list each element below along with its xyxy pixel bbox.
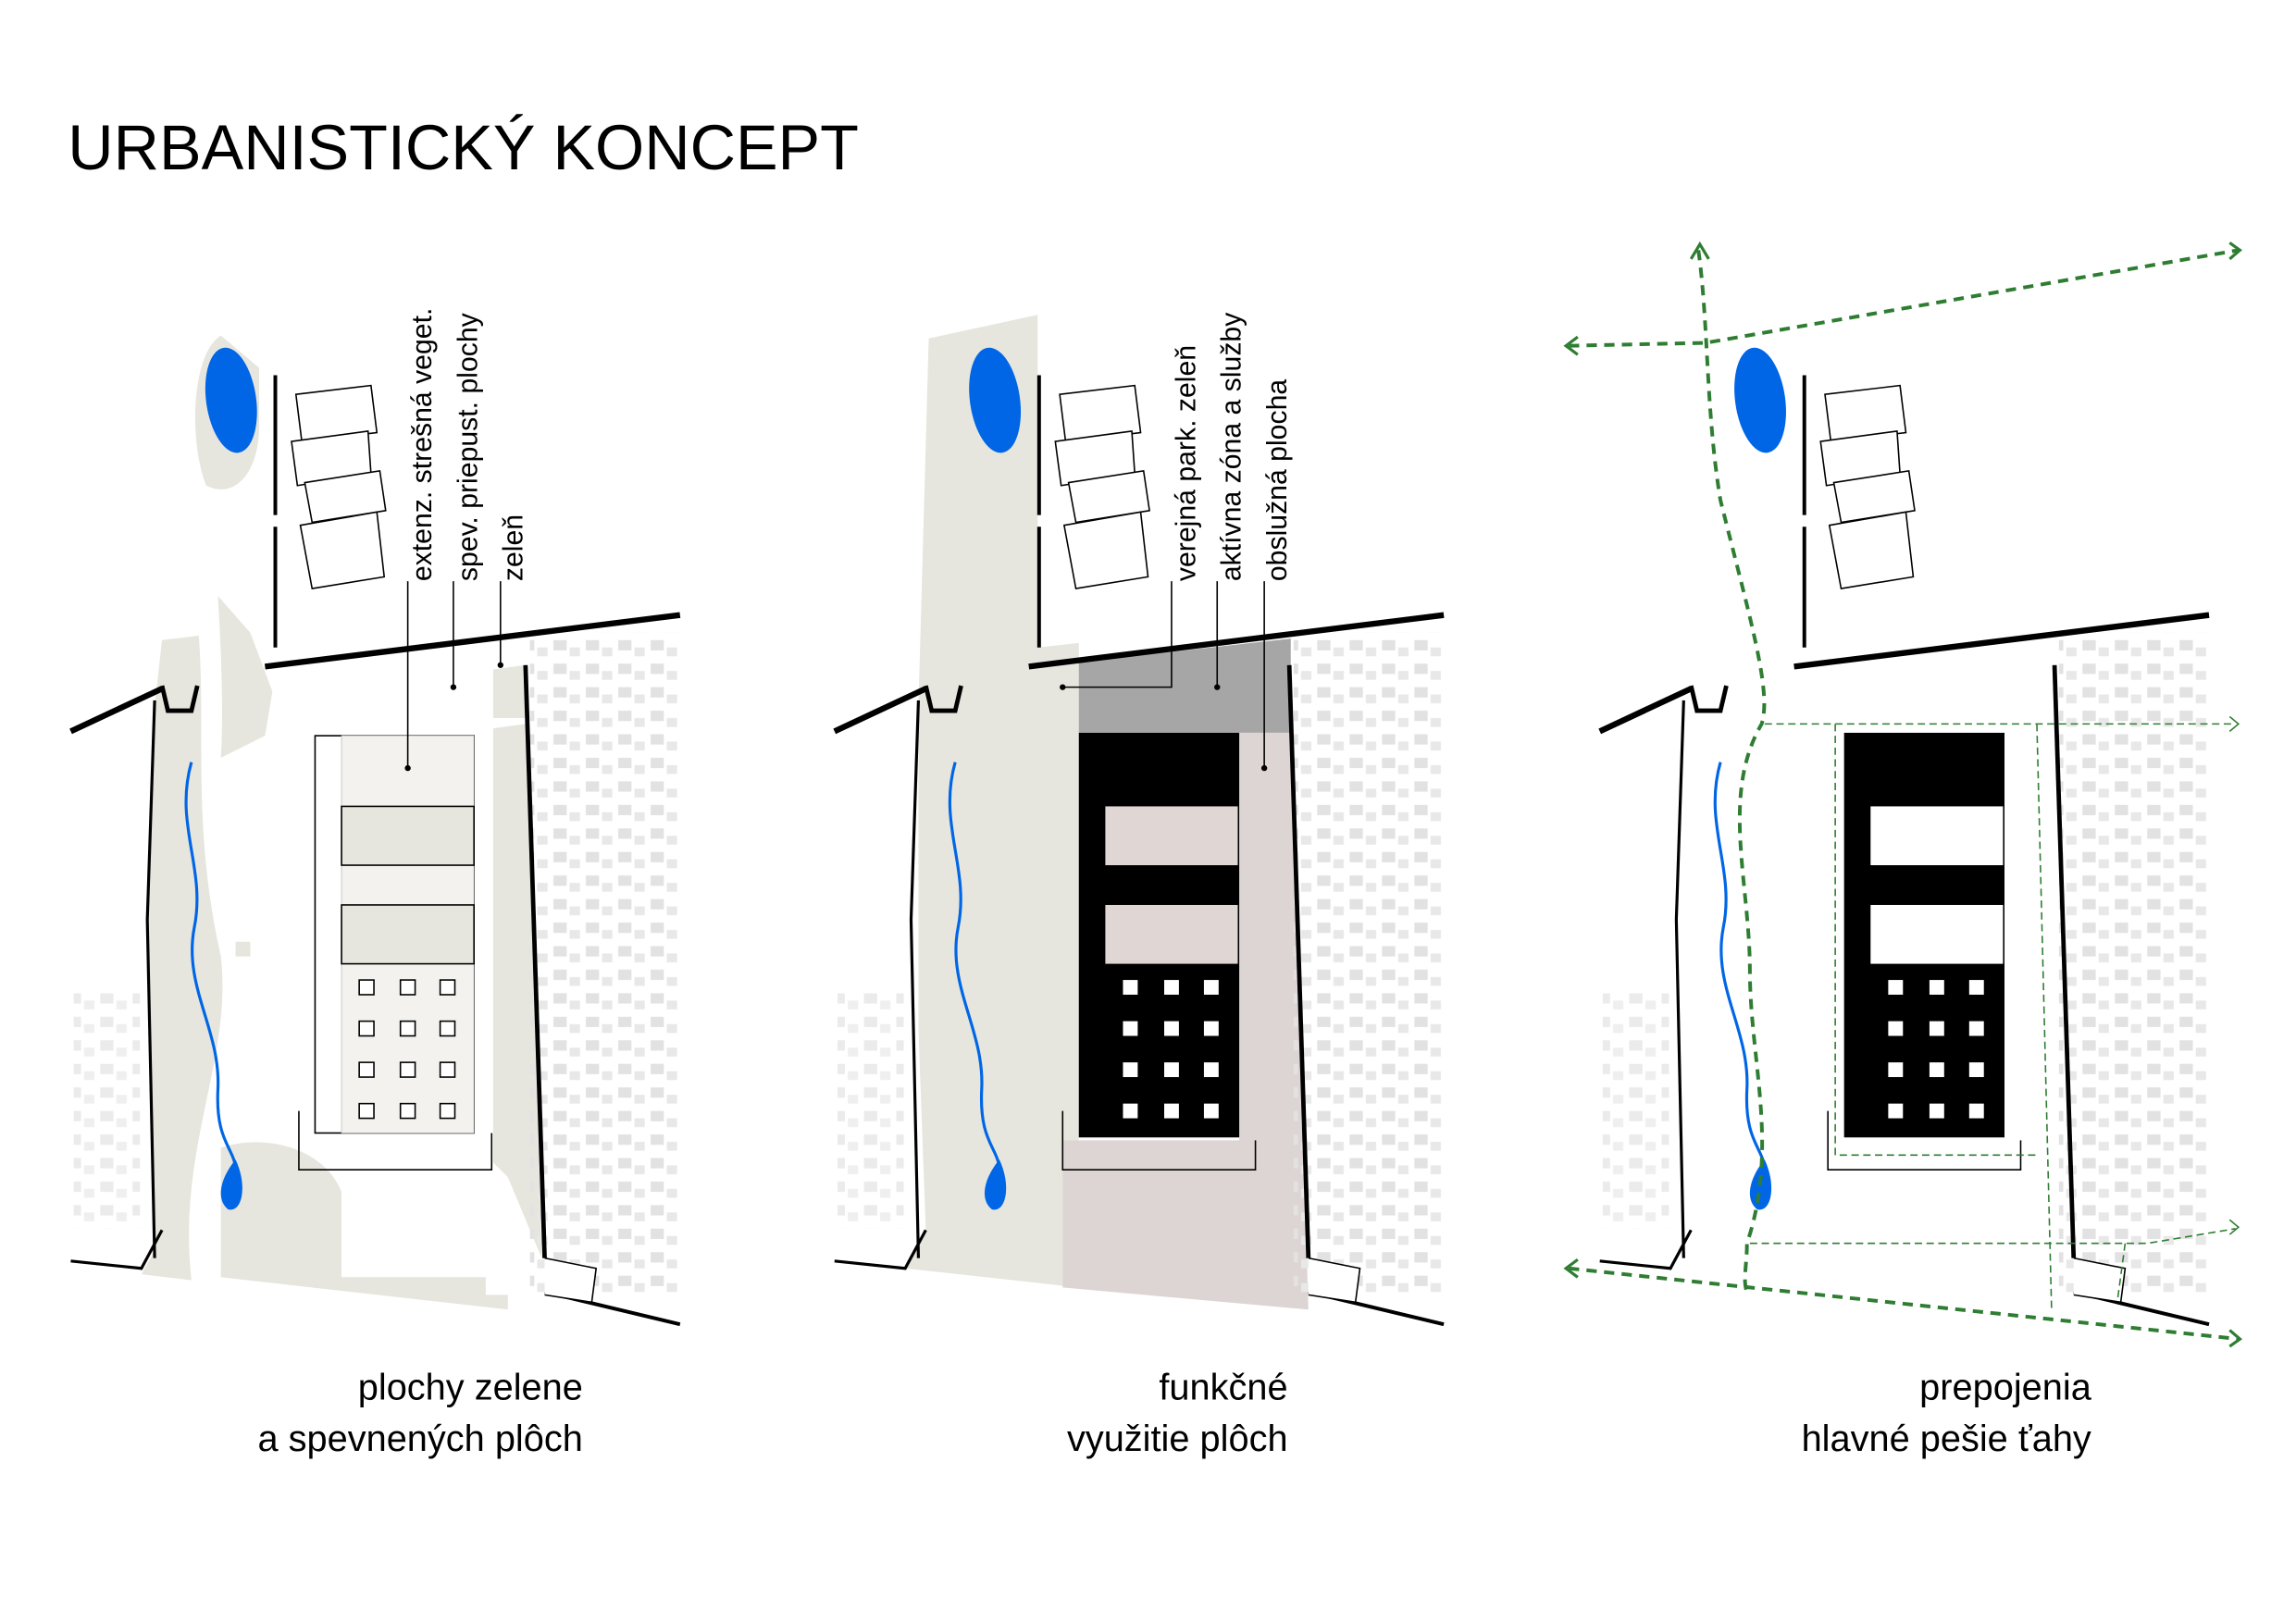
service-area [1062,732,1309,1310]
arrow-icon [1563,1258,1579,1279]
roof-vegetation [341,805,475,866]
caption-line1: plochy zelene [358,1367,583,1407]
green-area [141,335,542,1310]
panel-functional-use: verejná park. zeleň aktívna zóna a služb… [835,312,1444,1459]
main-pedestrian-paths [1569,248,2240,1342]
caption-line1: prepojenia [1919,1367,2092,1407]
arrow-icon [2228,715,2240,732]
label-public-park-greenery: verejná park. zeleň [1171,345,1201,581]
arrow-icon [1563,335,1579,356]
secondary-paths [1749,723,2236,1310]
label-service-area: obslužná plocha [1262,379,1293,581]
arrow-icon [2228,1219,2240,1235]
label-roof-vegetation: extenz. strešná veget. [407,308,438,581]
label-greenery: zeleň [499,514,529,581]
caption-line2: hlavné pešie ťahy [1802,1419,2091,1459]
caption-line2: a spevnených plôch [257,1419,582,1459]
arrow-icon [2228,242,2243,261]
label-permeable-paving: spev. priepust. plochy [453,312,483,581]
label-active-zone: aktívna zóna a služby [1217,312,1247,581]
arrow-icon [2228,1329,2243,1348]
active-zone-area [1078,638,1291,733]
panel-green-areas: extenz. strešná veget. spev. priepust. p… [70,308,679,1459]
caption-line1: funkčné [1159,1367,1287,1407]
arrow-icon [1689,241,1710,260]
caption-line2: využitie plôch [1067,1419,1288,1459]
panel-connections: prepojenia hlavné pešie ťahy [1563,241,2243,1459]
park-greenery-area [905,315,1079,1288]
page-title: URBANISTICKÝ KONCEPT [68,113,859,183]
